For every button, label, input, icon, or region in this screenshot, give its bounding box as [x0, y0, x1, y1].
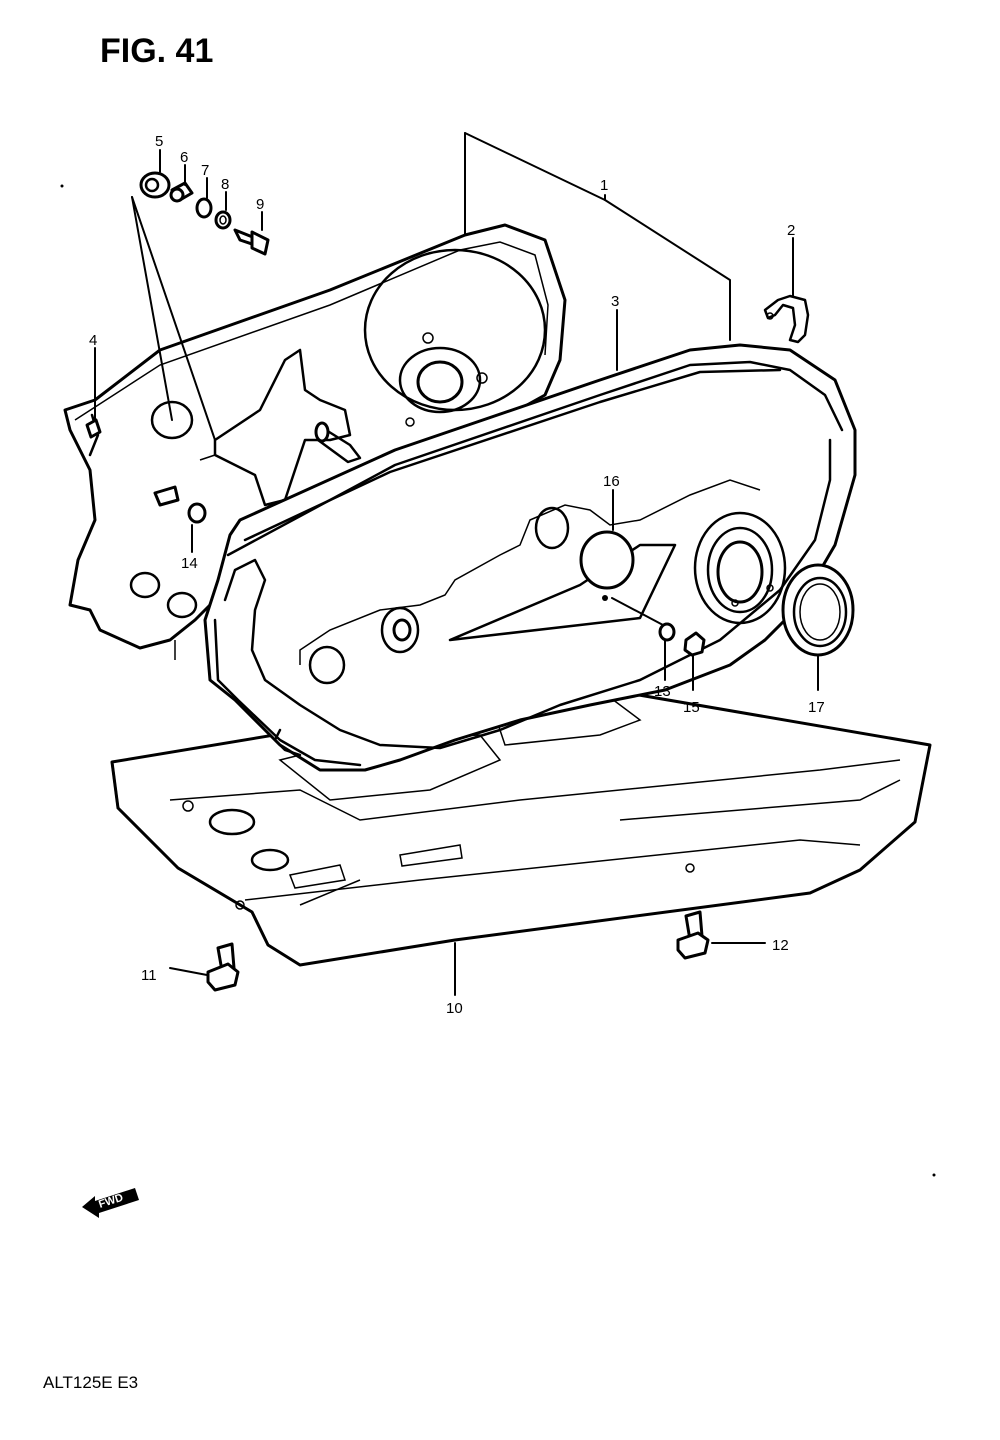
callout-10: 10: [446, 1000, 463, 1017]
callout-3: 3: [611, 293, 619, 310]
callout-5: 5: [155, 133, 163, 150]
callout-9: 9: [256, 196, 264, 213]
callout-8: 8: [221, 176, 229, 193]
scan-dot: [932, 1173, 936, 1177]
lock-washer: [214, 210, 232, 230]
callout-7: 7: [201, 162, 209, 179]
skid-bolt-right: [676, 910, 710, 960]
skid-bolt-left: [206, 942, 240, 992]
cover-bolt: [153, 485, 207, 524]
callout-13: 13: [654, 683, 671, 700]
collar: [169, 181, 194, 203]
callout-14: 14: [181, 555, 198, 572]
dowel-pin: [314, 421, 362, 464]
nut-15: [683, 631, 706, 657]
cover-stud: [85, 418, 102, 439]
skid-plate: [110, 688, 932, 967]
model-code: ALT125E E3: [43, 1373, 138, 1392]
callout-4: 4: [89, 332, 97, 349]
inspection-cap: [579, 530, 635, 601]
hose-clip: [763, 294, 810, 344]
bolt: [233, 228, 270, 256]
callout-17: 17: [808, 699, 825, 716]
leader-lines: [94, 132, 819, 996]
callout-6: 6: [180, 149, 188, 166]
washer-13: [658, 622, 676, 642]
oil-seal: [781, 563, 855, 657]
inner-cover: [63, 223, 567, 650]
washer: [195, 197, 213, 219]
figure-title: FIG. 41: [100, 32, 213, 70]
callout-15: 15: [683, 699, 700, 716]
callout-1: 1: [600, 177, 608, 194]
callout-labels: 1 2 3 4 5 6 7 8 9 10 11 12 13 14 15 16 1…: [89, 133, 825, 1017]
callout-12: 12: [772, 937, 789, 954]
callout-11: 11: [141, 967, 157, 984]
callout-2: 2: [787, 222, 795, 239]
scan-dot: [60, 184, 64, 188]
fwd-arrow-icon: FWD: [82, 1188, 139, 1218]
callout-16: 16: [603, 473, 620, 490]
grommet: [139, 171, 171, 199]
